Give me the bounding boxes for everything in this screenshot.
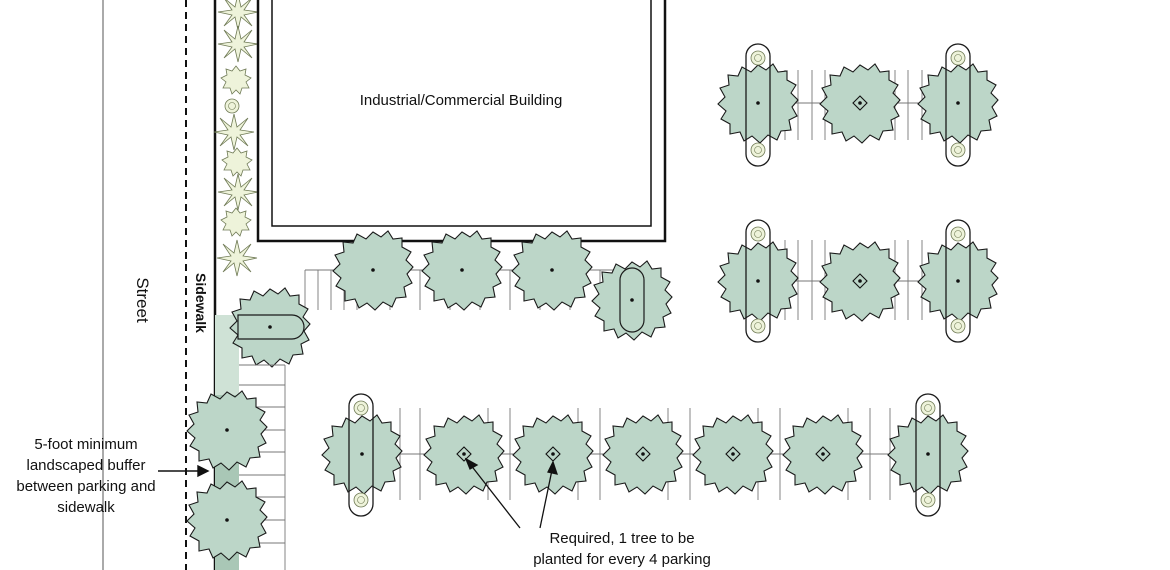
parking-row-bottom (321, 393, 969, 517)
parking-row-right-2 (717, 219, 999, 343)
buffer-label-line3: between parking and (16, 478, 155, 495)
required-label-line2: planted for every 4 parking (533, 551, 711, 568)
shrub-bed (213, 0, 259, 277)
buffer-callout-text: 5-foot minimum landscaped buffer between… (16, 436, 155, 516)
industrial-building: Industrial/Commercial Building (256, 0, 667, 243)
buffer-label-line1: 5-foot minimum (34, 436, 137, 453)
sidewalk-label: Sidewalk (193, 273, 209, 333)
corner-tree (229, 287, 311, 368)
trees-top-row (332, 230, 673, 341)
parking-row-right-1 (717, 43, 999, 167)
street-label: Street (133, 277, 152, 323)
buffer-trees (186, 390, 268, 561)
building-label: Industrial/Commercial Building (360, 92, 563, 109)
buffer-label-line4: sidewalk (57, 499, 115, 516)
parking-stalls-left (239, 364, 286, 570)
required-tree-arrows (464, 457, 558, 529)
required-callout-text: Required, 1 tree to be planted for every… (533, 530, 711, 568)
buffer-label-line2: landscaped buffer (27, 457, 146, 474)
buffer-arrow (158, 464, 210, 478)
required-label-line1: Required, 1 tree to be (549, 530, 694, 547)
